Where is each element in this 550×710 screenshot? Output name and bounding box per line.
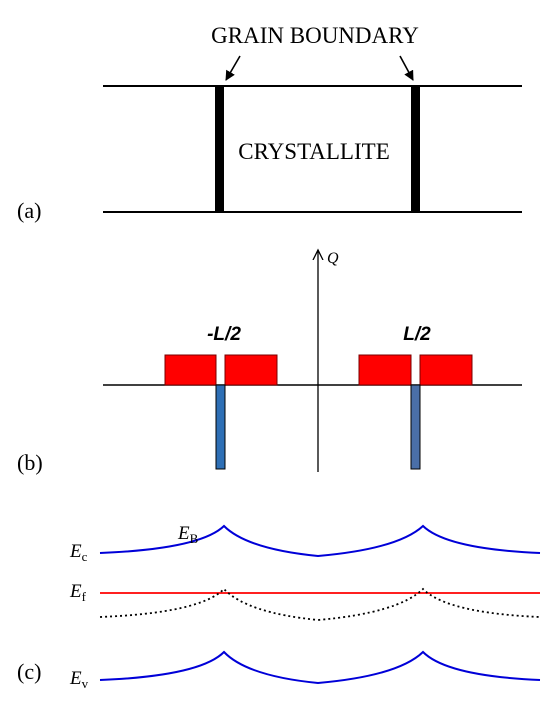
valence-band-curve [99,650,541,685]
valence-band-label: Ev [69,668,89,691]
barrier-label: EB [177,523,199,546]
positive-charge-right-b [419,354,473,386]
conduction-band-curve [99,524,541,558]
q-axis-label: Q [327,250,339,267]
positive-charge-right-a [358,354,412,386]
negative-charge-right [410,384,421,470]
grain-boundary-arrow-right [399,55,414,81]
grain-boundary-label: GRAIN BOUNDARY [211,23,419,48]
panel-a-label: (a) [17,198,41,223]
negative-charge-left [215,384,226,470]
panel-b: Q -L/2 L/2 (b) [17,250,522,475]
grain-boundary-left [215,86,224,212]
crystallite-label: CRYSTALLITE [238,139,390,164]
panel-c-label: (c) [17,659,41,684]
positive-charge-left-a [164,354,217,386]
grain-boundary-arrow-left [225,55,241,81]
positive-charge-left-b [224,354,278,386]
panel-c: EB Ec Ef (c) Ev [17,523,541,691]
fermi-level-label: Ef [69,581,87,604]
grain-boundary-right [411,86,420,212]
dotted-band-curve [99,587,541,621]
panel-a: GRAIN BOUNDARY CRYSTALLITE (a) [17,23,522,223]
conduction-band-label: Ec [69,541,88,564]
panel-b-label: (b) [17,450,43,475]
right-position-label: L/2 [403,324,431,345]
left-position-label: -L/2 [207,324,241,345]
